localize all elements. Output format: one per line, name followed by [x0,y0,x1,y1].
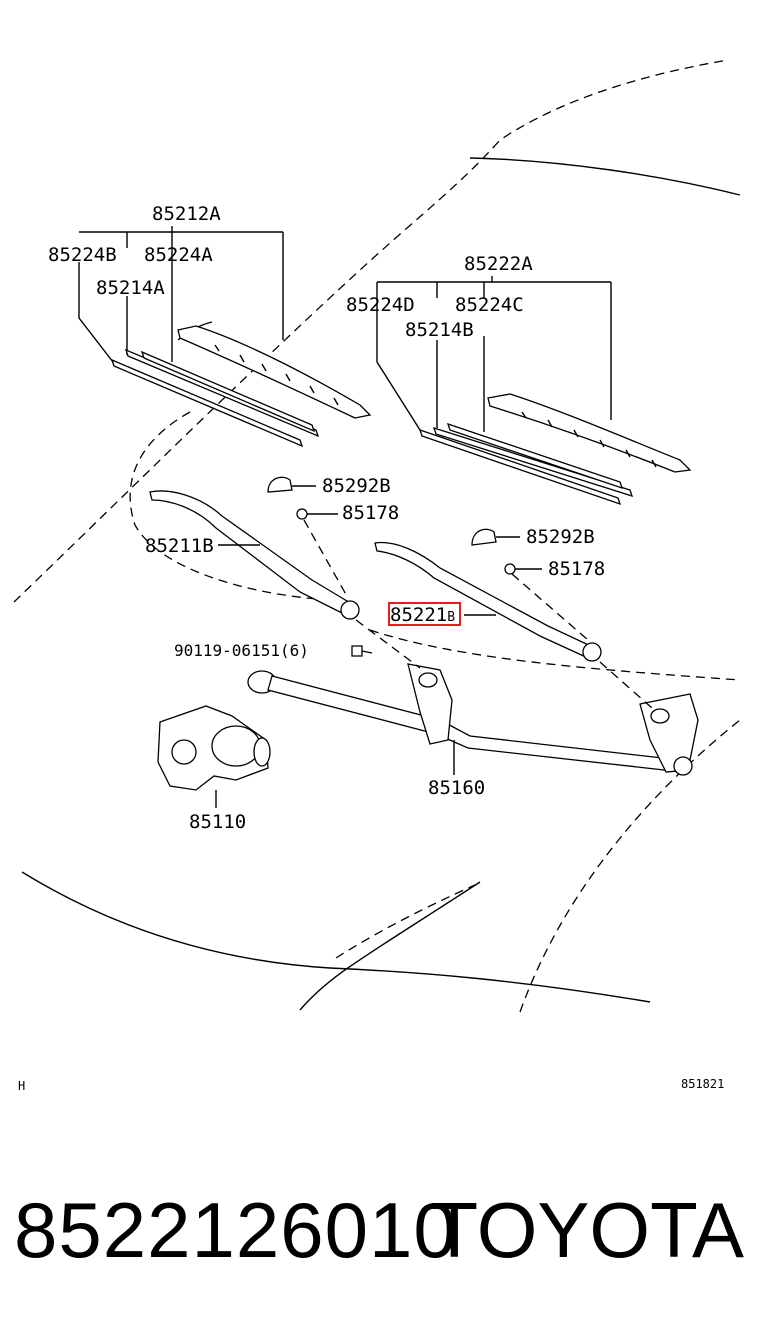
wiper-arm-driver [149,490,360,620]
label-85211b: 85211B [145,535,214,557]
label-85214b: 85214B [405,319,474,341]
highlight-box [388,602,461,626]
wiper-blade-front-passenger [376,276,692,506]
illustration-number: 851821 [681,1077,724,1091]
label-85224d: 85224D [346,294,415,316]
label-85224b: 85224B [48,244,117,266]
label-85292b-2: 85292B [526,526,595,548]
wiper-linkage [247,619,699,776]
part-labels: 85212A 85224B 85224A 85214A 85222A 85224… [18,203,724,1093]
label-85214a: 85214A [96,277,165,299]
label-85160: 85160 [428,777,485,799]
cap-2-icon [471,528,520,546]
label-85178-1: 85178 [342,502,399,524]
parts-diagram: 85212A 85224B 85224A 85214A 85222A 85224… [13,59,741,1093]
label-85224a: 85224A [144,244,213,266]
footer: 8522126010 TOYOTA [0,1180,760,1290]
label-85221b: 85221B [390,604,455,626]
part-number: 8522126010 [14,1186,458,1274]
nut-1-icon [296,508,338,520]
label-85178-2: 85178 [548,558,605,580]
label-85212a: 85212A [152,203,221,225]
label-90119: 90119-06151(6) [174,641,309,660]
label-85222a: 85222A [464,253,533,275]
vehicle-outline [13,59,741,1013]
bolt-icon [351,645,373,657]
nut-2-icon [504,563,542,575]
brand-name: TOYOTA [430,1186,745,1274]
wiper-arm-passenger [374,541,602,662]
corner-code-left: H [18,1079,25,1093]
label-85110: 85110 [189,811,246,833]
cap-1-icon [267,476,316,493]
label-85292b-1: 85292B [322,475,391,497]
wiper-motor-icon [157,705,271,808]
wiper-blade-front-driver [78,226,372,448]
label-85224c: 85224C [455,294,524,316]
